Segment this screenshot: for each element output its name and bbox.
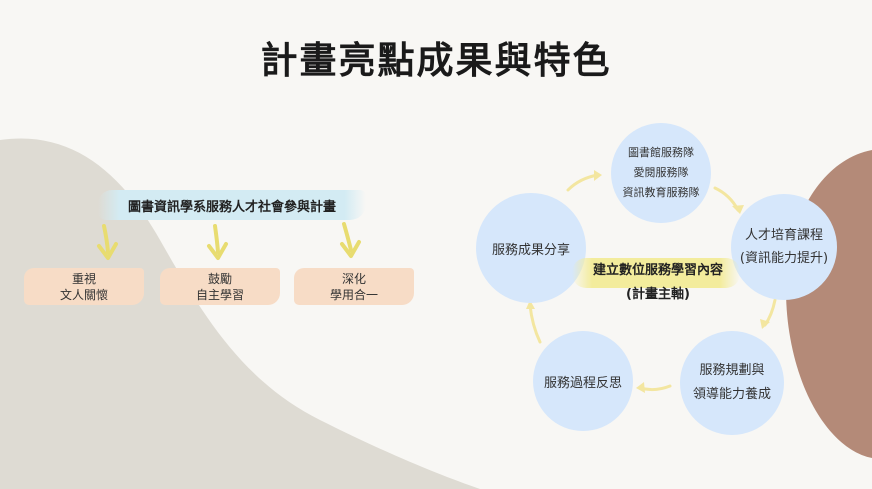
core-highlight: [572, 258, 740, 288]
value-card-humanity: 重視 文人關懷: [24, 268, 144, 305]
core-sublabel: (計畫主軸): [626, 287, 690, 302]
arrow-sharing-to-teams: [566, 173, 600, 192]
down-arrow-icon: [340, 222, 361, 258]
node-line2: 領導能力養成: [692, 387, 771, 402]
team-item: 資訊教育服務隊: [622, 186, 700, 199]
taupe-wave-shape: [0, 138, 480, 489]
down-arrow-icon: [207, 224, 228, 260]
cycle-node-training: 人才培育課程 (資訊能力提升): [731, 194, 837, 300]
arrowhead-5: [594, 170, 602, 181]
cycle-arrowheads: [526, 170, 770, 393]
page-title: 計畫亮點成果與特色: [260, 39, 612, 82]
team-item: 圖書館服務隊: [628, 146, 694, 159]
plan-name-banner: 圖書資訊學系服務人才社會參與計畫: [98, 190, 366, 220]
node-label: 服務過程反思: [543, 375, 622, 391]
team-item: 愛閱服務隊: [633, 166, 689, 179]
arrowhead-4: [526, 300, 535, 309]
cycle-node-reflection: 服務過程反思: [533, 331, 633, 431]
cycle-node-teams: 圖書館服務隊 愛閱服務隊 資訊教育服務隊: [611, 123, 711, 223]
value-card-line2: 學用合一: [329, 287, 378, 302]
down-arrow-icon: [97, 224, 118, 260]
node-label: 服務成果分享: [491, 242, 570, 258]
cycle-node-planning: 服務規劃與 領導能力養成: [680, 331, 784, 435]
arrowhead-3: [636, 382, 645, 393]
core-label: 建立數位服務學習內容: [592, 263, 723, 278]
arrowhead-2: [760, 319, 770, 329]
value-card-line1: 重視: [71, 271, 96, 286]
value-card-practice: 深化 學用合一: [294, 268, 414, 305]
node-line2: (資訊能力提升): [739, 251, 829, 266]
node-line1: 服務規劃與: [699, 363, 765, 378]
arrow-reflection-to-sharing: [528, 303, 542, 344]
value-card-self-learning: 鼓勵 自主學習: [160, 268, 280, 305]
value-card-line1: 深化: [341, 271, 366, 286]
value-card-line2: 自主學習: [195, 287, 244, 302]
arrowhead-1: [732, 205, 744, 214]
cycle-node-sharing: 服務成果分享: [476, 193, 586, 303]
node-line1: 人才培育課程: [744, 228, 823, 243]
cycle-core: 建立數位服務學習內容 (計畫主軸): [578, 258, 738, 308]
value-card-line1: 鼓勵: [207, 271, 232, 286]
value-card-line2: 文人關懷: [59, 287, 108, 302]
